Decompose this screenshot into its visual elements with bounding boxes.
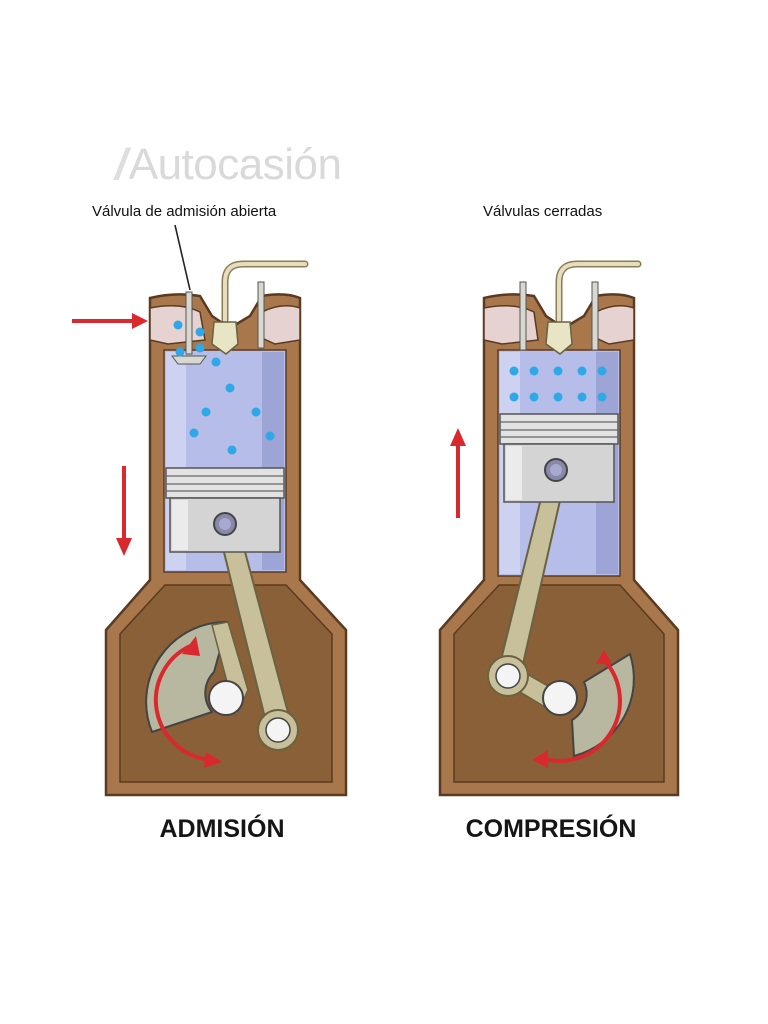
piston-down-arrow-icon	[116, 466, 132, 556]
piston	[165, 467, 285, 553]
intake-valve-stem	[519, 281, 527, 351]
exhaust-port	[595, 305, 635, 345]
intake-valve-head	[171, 355, 207, 365]
intake-stroke-title: ADMISIÓN	[159, 815, 285, 843]
crankshaft-main	[542, 680, 578, 716]
crankshaft-main	[208, 680, 244, 716]
spark-plug	[211, 321, 239, 355]
intake-port	[483, 305, 539, 345]
crank-rotation-arrow-icon	[541, 658, 622, 763]
annotation-pointer-line	[174, 224, 191, 291]
autocasion-watermark: /Autocasión	[115, 140, 342, 189]
piston-up-arrow-icon	[450, 428, 466, 518]
spark-plug	[545, 321, 573, 355]
compression-stroke-title: COMPRESIÓN	[465, 815, 637, 843]
intake-valve-stem	[185, 291, 193, 355]
crank-rotation-arrow-icon	[153, 644, 213, 762]
fuel-droplets	[509, 366, 607, 402]
exhaust-port	[261, 305, 301, 345]
exhaust-valve-stem	[591, 281, 599, 351]
intake-arrow-icon	[72, 313, 148, 329]
intake-valve-open-label: Válvula de admisión abierta	[92, 203, 277, 220]
crank-counterweight	[145, 620, 230, 734]
valves-closed-label: Válvulas cerradas	[483, 203, 603, 220]
piston	[499, 413, 619, 503]
exhaust-valve-stem	[257, 281, 265, 349]
intake-stroke-engine	[72, 224, 348, 797]
fuel-droplets	[173, 320, 275, 455]
compression-stroke-engine	[438, 260, 680, 797]
